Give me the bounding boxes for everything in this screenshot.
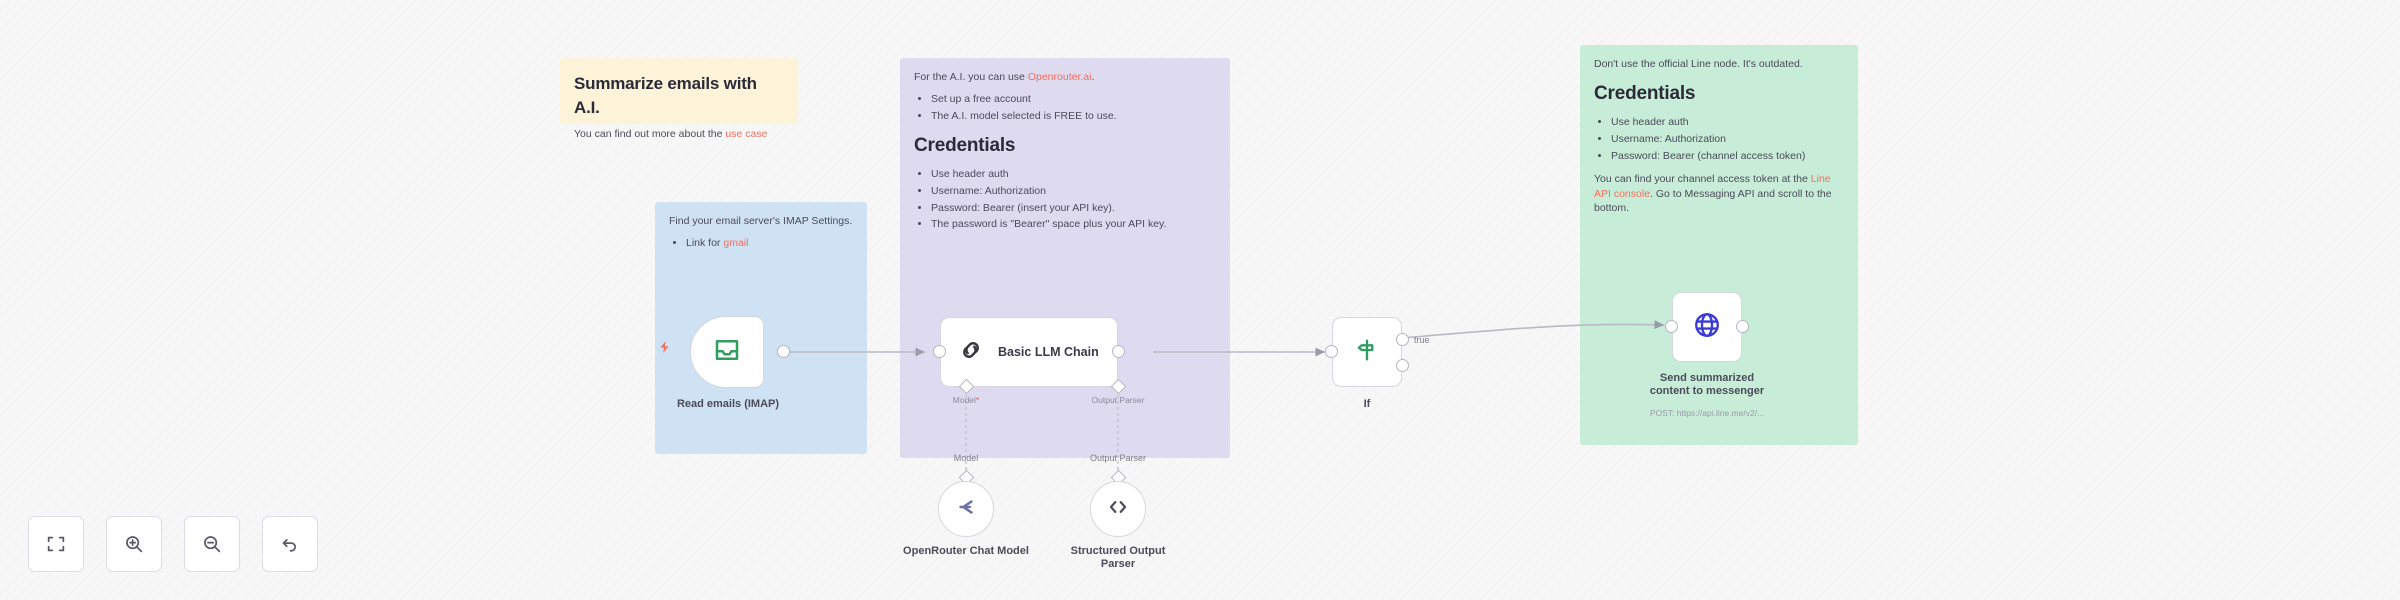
undo-arrow-icon <box>279 533 301 555</box>
sticky-purple-intro: For the A.I. you can use Openrouter.ai. <box>914 70 1216 85</box>
list-item: Use header auth <box>931 167 1216 182</box>
subport-label-model: Model* <box>916 395 1016 405</box>
node-caption-openrouter: OpenRouter Chat Model <box>903 545 1029 557</box>
sticky-yellow-body: You can find out more about the use case <box>574 127 784 142</box>
port-llm-output[interactable] <box>1112 345 1125 358</box>
edge-label-model: Model <box>953 453 979 463</box>
trigger-bolt-icon <box>658 340 672 357</box>
sticky-green-heading: Credentials <box>1594 82 1696 104</box>
zoom-out-button[interactable] <box>184 516 240 572</box>
port-imap-output[interactable] <box>777 345 790 358</box>
sticky-note-purple[interactable]: For the A.I. you can use Openrouter.ai. … <box>900 58 1230 458</box>
node-caption-if: If <box>1363 398 1371 410</box>
line-api-console-link[interactable]: Line API console <box>1594 172 1831 200</box>
sticky-note-yellow[interactable]: Summarize emails with A.I. You can find … <box>560 58 798 140</box>
sticky-note-green[interactable]: Don't use the official Line node. It's o… <box>1580 45 1858 445</box>
globe-icon <box>1692 310 1722 345</box>
inbox-icon <box>712 335 742 370</box>
port-llm-input[interactable] <box>933 345 946 358</box>
use-case-link[interactable]: use case <box>725 128 768 141</box>
required-marker: * <box>975 395 980 405</box>
node-openrouter-chat-model[interactable] <box>938 481 994 537</box>
list-item: Password: Bearer (insert your API key). <box>931 201 1216 216</box>
list-item: Password: Bearer (channel access token) <box>1611 149 1844 164</box>
node-if[interactable] <box>1332 317 1402 387</box>
fit-to-view-button[interactable] <box>28 516 84 572</box>
sticky-note-blue[interactable]: Find your email server's IMAP Settings. … <box>655 202 867 454</box>
sticky-yellow-body-text: You can find out more about the <box>574 128 726 141</box>
node-label-basic-llm-chain: Basic LLM Chain <box>998 345 1099 359</box>
zoom-in-button[interactable] <box>106 516 162 572</box>
fit-view-icon <box>45 533 67 555</box>
sticky-blue-bullet-text: Link for <box>686 236 724 249</box>
node-caption-send-messenger: Send summarized content to messenger <box>1649 372 1765 398</box>
signpost-icon <box>1353 336 1381 369</box>
node-subcaption-send-messenger: POST: https://api.line.me/v2/... <box>1649 408 1765 418</box>
port-if-input[interactable] <box>1325 345 1338 358</box>
node-caption-read-emails: Read emails (IMAP) <box>676 398 780 410</box>
openrouter-link[interactable]: Openrouter.ai <box>1027 71 1092 83</box>
node-caption-output-parser: Structured Output Parser <box>1070 545 1166 571</box>
sticky-green-footer: You can find your channel access token a… <box>1594 172 1844 217</box>
sticky-green-credentials: Use header auth Username: Authorization … <box>1594 115 1844 164</box>
zoom-in-icon <box>123 533 145 555</box>
sticky-purple-intro-suffix: . <box>1091 71 1095 83</box>
sticky-yellow-title: Summarize emails with A.I. <box>574 74 757 118</box>
code-brackets-icon <box>1105 494 1131 525</box>
sticky-green-footer-suffix: . Go to Messaging API and scroll to the … <box>1594 187 1832 215</box>
port-messenger-input[interactable] <box>1665 320 1678 333</box>
list-item: Set up a free account <box>931 92 1216 107</box>
list-item: The A.I. model selected is FREE to use. <box>931 109 1216 124</box>
port-if-output-false[interactable] <box>1396 359 1409 372</box>
node-send-summarized-content[interactable] <box>1672 292 1742 362</box>
list-item: Link for gmail <box>686 236 853 251</box>
subport-label-output-parser: Output Parser <box>1091 395 1145 405</box>
list-item: The password is "Bearer" space plus your… <box>931 217 1216 232</box>
sticky-blue-list: Link for gmail <box>669 236 853 251</box>
list-item: Username: Authorization <box>931 184 1216 199</box>
sticky-blue-line1: Find your email server's IMAP Settings. <box>669 215 853 227</box>
node-structured-output-parser[interactable] <box>1090 481 1146 537</box>
port-if-output-true[interactable] <box>1396 333 1409 346</box>
edge-label-output-parser: Output Parser <box>1089 453 1147 463</box>
sticky-purple-credentials: Use header auth Username: Authorization … <box>914 167 1216 233</box>
list-item: Use header auth <box>1611 115 1844 130</box>
sticky-purple-intro-prefix: For the A.I. you can use <box>914 71 1028 83</box>
openrouter-arrow-icon <box>953 494 979 525</box>
sticky-green-warning: Don't use the official Line node. It's o… <box>1594 58 1803 70</box>
edge-label-true: true <box>1414 335 1430 345</box>
node-basic-llm-chain[interactable]: Basic LLM Chain <box>940 317 1118 387</box>
zoom-out-icon <box>201 533 223 555</box>
chain-link-icon <box>957 336 985 369</box>
sticky-purple-bullets: Set up a free account The A.I. model sel… <box>914 92 1216 124</box>
port-messenger-output[interactable] <box>1736 320 1749 333</box>
sticky-purple-heading: Credentials <box>914 134 1016 156</box>
sticky-green-footer-prefix: You can find your channel access token a… <box>1594 172 1811 185</box>
reset-zoom-button[interactable] <box>262 516 318 572</box>
list-item: Username: Authorization <box>1611 132 1844 147</box>
subport-label-model-text: Model <box>952 395 976 405</box>
node-read-emails-imap[interactable] <box>690 316 764 388</box>
canvas-toolbar <box>28 516 318 572</box>
gmail-link[interactable]: gmail <box>723 236 749 249</box>
